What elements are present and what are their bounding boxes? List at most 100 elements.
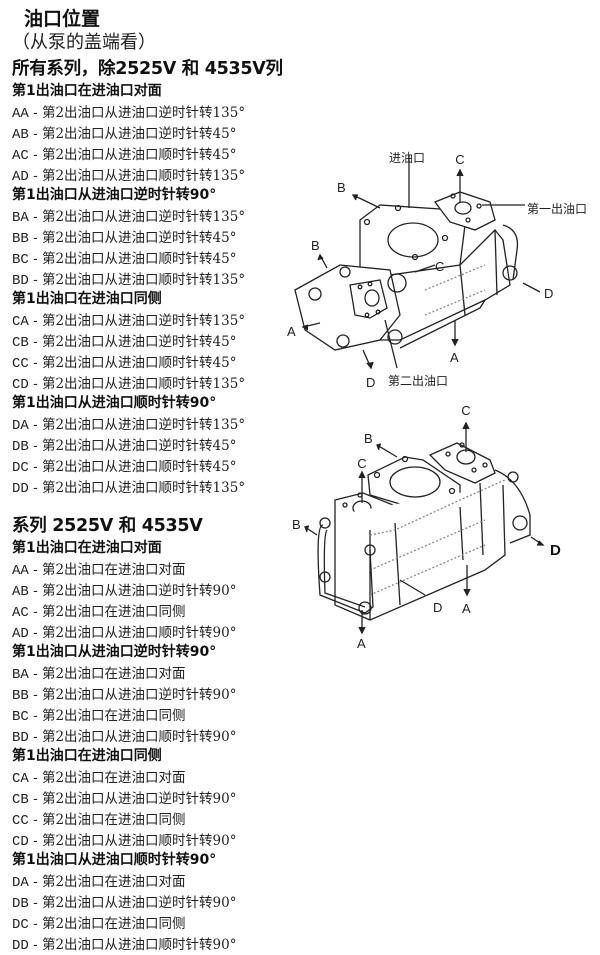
list-item: AB - 第2出油口从进油口逆时针转90° xyxy=(12,583,237,600)
item-text: 第2出油口在进油口同侧 xyxy=(41,916,186,932)
item-code: AD xyxy=(12,626,29,642)
item-code: CC xyxy=(12,356,29,372)
item-code: CC xyxy=(12,813,29,829)
item-text: 第2出油口从进油口逆时针转135° xyxy=(41,417,246,433)
list-item: DA - 第2出油口从进油口逆时针转135° xyxy=(12,417,246,434)
list-item: DC - 第2出油口在进油口同侧 xyxy=(12,916,186,933)
port-arrows xyxy=(301,155,541,370)
port-d-label: D xyxy=(550,542,561,559)
item-code: CA xyxy=(12,314,29,330)
item-text: 第2出油口从进油口逆时针转45° xyxy=(41,438,237,454)
list-item: CB - 第2出油口从进油口逆时针转90° xyxy=(12,791,237,808)
item-text: 第2出油口在进油口对面 xyxy=(41,562,186,578)
port-b-label: B xyxy=(364,431,373,446)
item-code: BD xyxy=(12,273,29,289)
item-code: AB xyxy=(12,584,29,600)
group-label: 第1出油口从进油口逆时针转90° xyxy=(12,187,217,203)
item-text: 第2出油口从进油口逆时针转45° xyxy=(41,126,237,142)
list-item: DD - 第2出油口从进油口顺时针转90° xyxy=(12,937,237,954)
list-item: BC - 第2出油口在进油口同侧 xyxy=(12,708,186,725)
item-text: 第2出油口从进油口顺时针转45° xyxy=(41,251,237,267)
list-item: BA - 第2出油口在进油口对面 xyxy=(12,666,186,683)
item-code: BB xyxy=(12,231,29,247)
item-code: CB xyxy=(12,792,29,808)
item-code: AA xyxy=(12,106,29,122)
first-outlet-label: 第一出油口 xyxy=(527,202,587,216)
pump-body xyxy=(317,442,531,621)
item-text: 第2出油口在进油口对面 xyxy=(41,666,186,682)
group-label: 第1出油口在进油口同侧 xyxy=(12,748,162,764)
list-item: BA - 第2出油口从进油口逆时针转135° xyxy=(12,209,246,226)
item-text: 第2出油口从进油口顺时针转45° xyxy=(41,147,237,163)
page-title: 油口位置 xyxy=(24,8,101,30)
group-label: 第1出油口在进油口同侧 xyxy=(12,291,162,307)
group-label: 第1出油口在进油口对面 xyxy=(12,540,162,556)
item-code: AD xyxy=(12,169,29,185)
item-code: DC xyxy=(12,917,29,933)
list-item: AA - 第2出油口从进油口逆时针转135° xyxy=(12,105,246,122)
port-a-label: A xyxy=(357,636,366,651)
item-text: 第2出油口从进油口逆时针转90° xyxy=(41,791,237,807)
item-code: DD xyxy=(12,481,29,497)
list-item: DD - 第2出油口从进油口顺时针转135° xyxy=(12,480,246,497)
item-text: 第2出油口从进油口逆时针转135° xyxy=(41,313,246,329)
port-arrows xyxy=(304,421,545,635)
port-a-label: A xyxy=(287,324,296,339)
port-a-label: A xyxy=(450,350,459,365)
port-c-label: C xyxy=(455,152,464,167)
list-item: AB - 第2出油口从进油口逆时针转45° xyxy=(12,126,237,143)
port-c-label: C xyxy=(357,456,366,471)
list-item: DA - 第2出油口在进油口对面 xyxy=(12,874,186,891)
list-item: BB - 第2出油口从进油口逆时针转90° xyxy=(12,687,237,704)
port-c-label: C xyxy=(435,259,444,274)
list-item: AD - 第2出油口从进油口顺时针转135° xyxy=(12,168,246,185)
item-text: 第2出油口从进油口逆时针转90° xyxy=(41,583,237,599)
item-text: 第2出油口从进油口逆时针转90° xyxy=(41,687,237,703)
item-text: 第2出油口从进油口逆时针转135° xyxy=(41,105,246,121)
second-outlet-label: 第二出油口 xyxy=(388,374,448,388)
item-code: DD xyxy=(12,938,29,954)
item-code: CA xyxy=(12,771,29,787)
item-code: BA xyxy=(12,667,29,683)
list-item: DC - 第2出油口从进油口顺时针转45° xyxy=(12,459,237,476)
list-item: DB - 第2出油口从进油口逆时针转45° xyxy=(12,438,237,455)
item-text: 第2出油口从进油口顺时针转45° xyxy=(41,355,237,371)
item-text: 第2出油口从进油口逆时针转45° xyxy=(41,230,237,246)
list-item: AA - 第2出油口在进油口对面 xyxy=(12,562,186,579)
item-text: 第2出油口从进油口顺时针转135° xyxy=(41,168,246,184)
item-text: 第2出油口从进油口顺时针转135° xyxy=(41,376,246,392)
item-text: 第2出油口从进油口顺时针转90° xyxy=(41,833,237,849)
port-d-label: D xyxy=(544,286,553,301)
item-code: BC xyxy=(12,252,29,268)
item-code: CB xyxy=(12,335,29,351)
list-item: BB - 第2出油口从进油口逆时针转45° xyxy=(12,230,237,247)
pump-diagram-2525v-4535v: C B C B D D A A xyxy=(292,403,561,651)
port-d-label: D xyxy=(433,600,442,615)
inlet-label: 进油口 xyxy=(389,151,425,165)
group-label: 第1出油口从进油口顺时针转90° xyxy=(12,852,217,868)
pump-body xyxy=(294,191,519,351)
pump-diagram-standard: 进油口 C 第一出油口 B B C D A A D 第二出油口 xyxy=(287,151,587,390)
item-code: AB xyxy=(12,127,29,143)
item-text: 第2出油口从进油口逆时针转135° xyxy=(41,209,246,225)
port-a-label: A xyxy=(462,601,471,616)
page-subtitle: （从泵的盖端看） xyxy=(12,32,156,53)
list-item: CD - 第2出油口从进油口顺时针转135° xyxy=(12,376,246,393)
port-b-label: B xyxy=(292,517,301,532)
item-text: 第2出油口从进油口逆时针转90° xyxy=(41,895,237,911)
item-code: AA xyxy=(12,563,29,579)
list-item: BD - 第2出油口从进油口顺时针转135° xyxy=(12,272,246,289)
list-item: DB - 第2出油口从进油口逆时针转90° xyxy=(12,895,237,912)
item-text: 第2出油口从进油口顺时针转45° xyxy=(41,459,237,475)
item-code: DB xyxy=(12,439,29,455)
port-c-label: C xyxy=(461,403,470,418)
item-text: 第2出油口从进油口顺时针转90° xyxy=(41,729,237,745)
list-item: CC - 第2出油口在进油口同侧 xyxy=(12,812,186,829)
list-item: CA - 第2出油口从进油口逆时针转135° xyxy=(12,313,246,330)
list-item: CC - 第2出油口从进油口顺时针转45° xyxy=(12,355,237,372)
list-item: CA - 第2出油口在进油口对面 xyxy=(12,770,186,787)
item-text: 第2出油口从进油口顺时针转135° xyxy=(41,480,246,496)
list-item: AD - 第2出油口从进油口顺时针转90° xyxy=(12,625,237,642)
item-text: 第2出油口从进油口逆时针转45° xyxy=(41,334,237,350)
item-code: BA xyxy=(12,210,29,226)
